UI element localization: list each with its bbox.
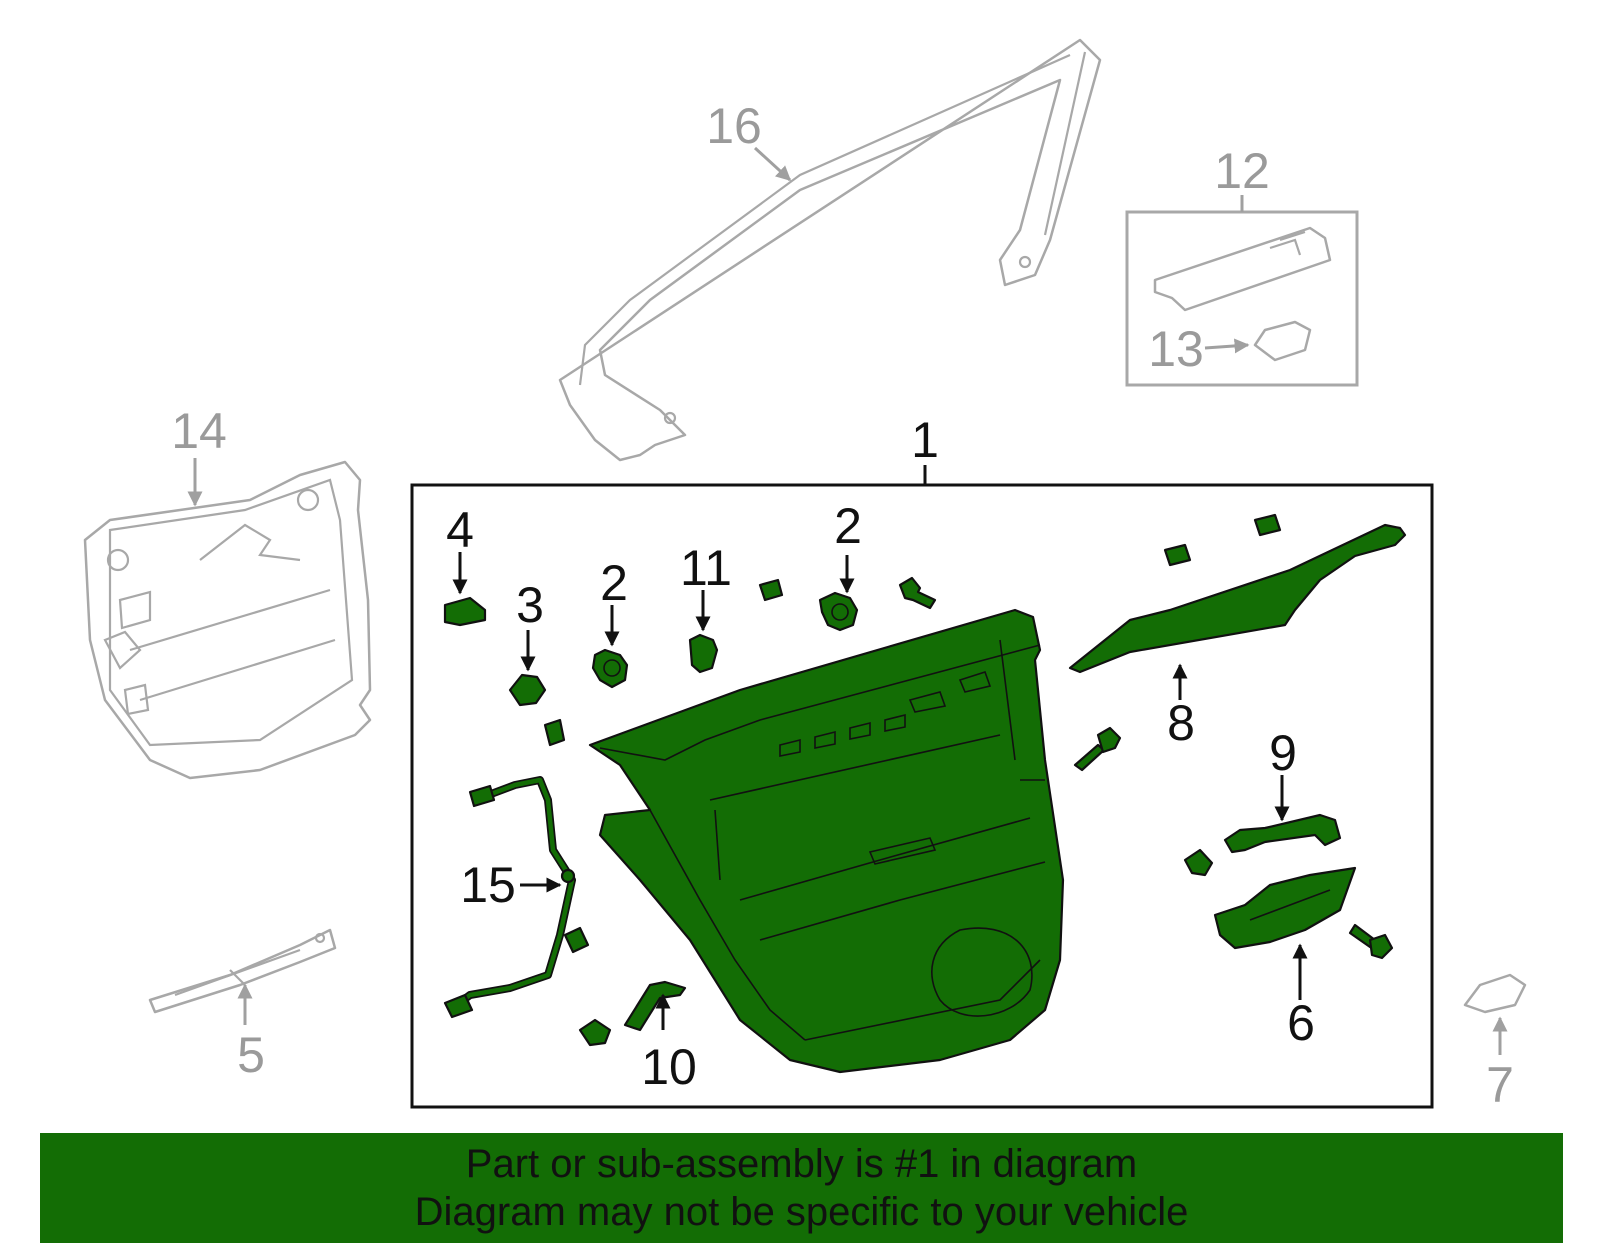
banner-line-1: Part or sub-assembly is #1 in diagram	[465, 1142, 1138, 1186]
push-clip-part-2-left[interactable]	[591, 648, 629, 689]
bracket-part-9[interactable]	[1223, 813, 1342, 854]
window-switch-part-13[interactable]	[1253, 320, 1312, 362]
callout-6: 6	[1287, 995, 1315, 1051]
switch-bezel-part-12[interactable]	[1153, 226, 1332, 312]
switch-bezel-box	[1125, 195, 1359, 387]
clip-square-mid[interactable]	[543, 718, 566, 747]
screw-middle[interactable]	[1073, 726, 1122, 772]
callout-1: 1	[911, 412, 939, 468]
callout-10: 10	[641, 1039, 697, 1095]
callout-13: 13	[1148, 321, 1204, 377]
info-banner: Part or sub-assembly is #1 in diagram Di…	[40, 1133, 1563, 1243]
clip-near-9[interactable]	[1183, 848, 1214, 877]
callout-2-right: 2	[834, 498, 862, 554]
callout-16: 16	[706, 98, 762, 154]
callout-8: 8	[1167, 695, 1195, 751]
clip-near-8-right[interactable]	[1253, 513, 1282, 537]
callout-4: 4	[446, 502, 474, 558]
screw-top[interactable]	[898, 576, 937, 610]
callout-7: 7	[1486, 1057, 1514, 1113]
callout-9: 9	[1269, 725, 1297, 781]
callout-2-left: 2	[600, 555, 628, 611]
clip-bottom-left[interactable]	[578, 1018, 612, 1047]
door-inner-panel-part-14[interactable]	[83, 460, 372, 780]
clip-part-10[interactable]	[623, 980, 687, 1032]
callout-14: 14	[171, 403, 227, 459]
clip-part-11[interactable]	[688, 633, 719, 674]
window-frame-molding-part-16[interactable]	[558, 38, 1102, 462]
wiring-harness-part-15[interactable]	[443, 776, 590, 1019]
clip-part-4[interactable]	[443, 596, 487, 627]
callout-11: 11	[680, 540, 732, 596]
door-trim-panel[interactable]	[588, 608, 1065, 1074]
callout-5: 5	[237, 1027, 265, 1083]
push-clip-part-2-right[interactable]	[818, 591, 859, 632]
callout-12: 12	[1214, 143, 1270, 199]
callout-15: 15	[460, 857, 516, 913]
clip-near-8-left[interactable]	[1163, 543, 1192, 567]
assembly-box-part-1	[410, 483, 1434, 1109]
screw-lower[interactable]	[1348, 923, 1394, 960]
callout-3: 3	[516, 577, 544, 633]
banner-line-2: Diagram may not be specific to your vehi…	[414, 1190, 1189, 1234]
cover-part-7[interactable]	[1463, 973, 1527, 1014]
reinforcement-part-5[interactable]	[148, 928, 337, 1014]
clip-square-top[interactable]	[758, 578, 784, 602]
handle-housing-part-6[interactable]	[1213, 866, 1357, 950]
trim-strip-part-8[interactable]	[1068, 523, 1407, 674]
nut-part-3[interactable]	[508, 673, 547, 707]
